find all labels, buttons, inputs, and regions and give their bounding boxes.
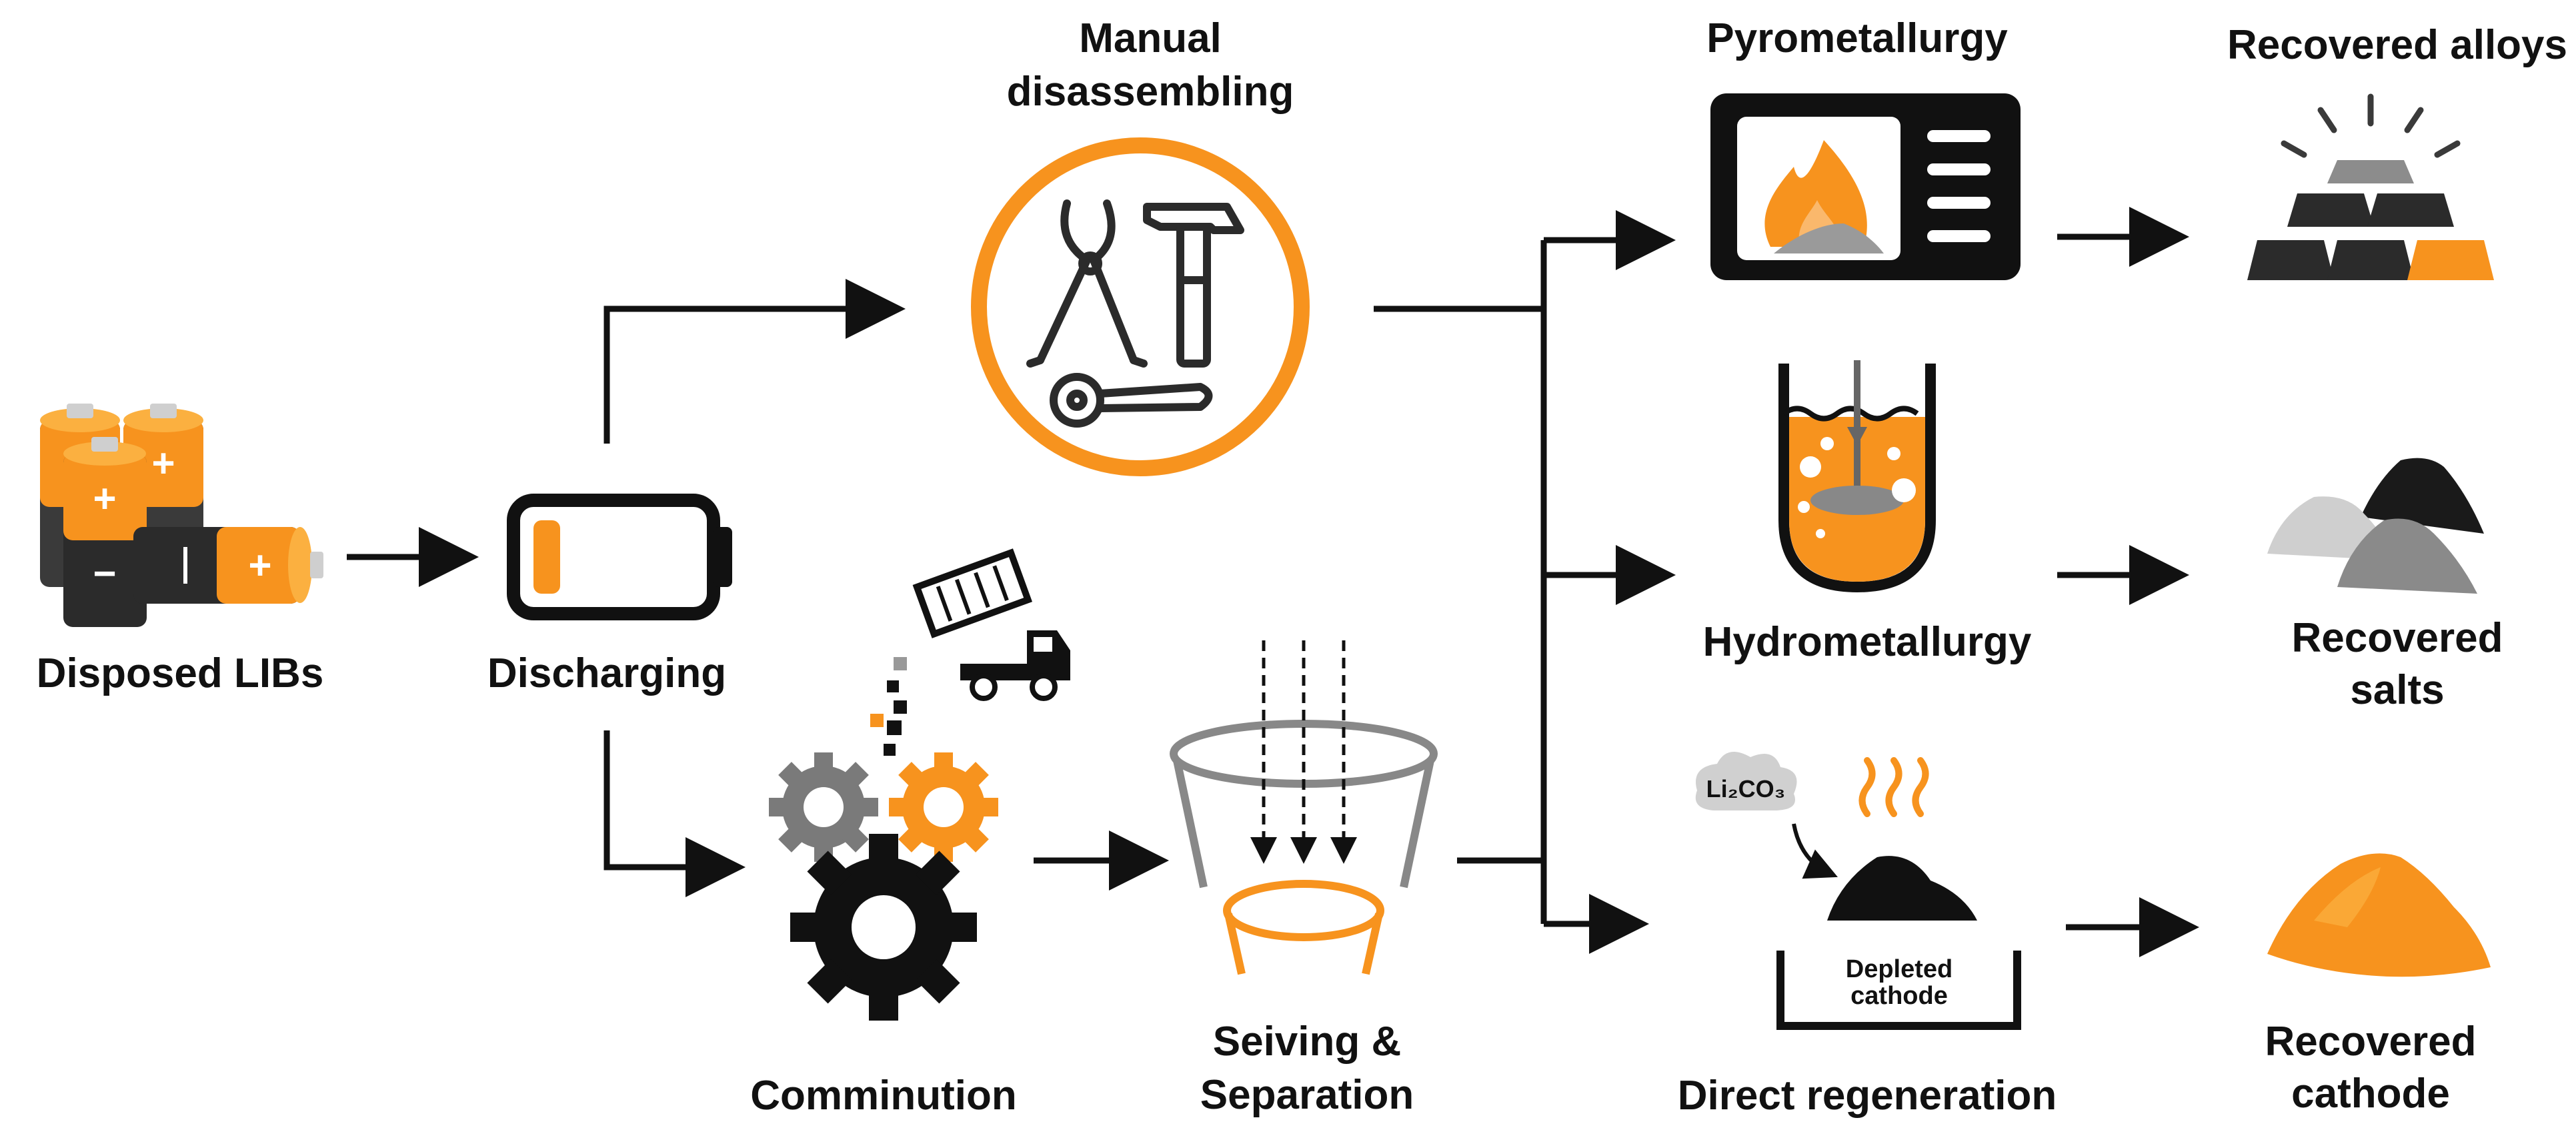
label-discharging: Discharging (487, 650, 726, 696)
heat-waves-icon (1858, 757, 1929, 817)
beaker-icon (1778, 360, 1936, 593)
powder-pile-icon (2267, 853, 2491, 977)
label-manual-line2: disassembling (1007, 69, 1294, 115)
svg-text:+: + (93, 476, 116, 521)
label-depleted-line1: Depleted (1846, 955, 1953, 983)
svg-text:+: + (151, 441, 175, 486)
sieve-icon (1170, 640, 1438, 975)
cathode-tray-icon: Depleted cathode (1776, 856, 2021, 1030)
dump-truck-icon (870, 548, 1070, 756)
li2co3-cloud: Li₂CO₃ (1695, 752, 1797, 810)
svg-text:−: − (93, 551, 116, 596)
label-recovered-alloys: Recovered alloys (2227, 22, 2567, 68)
label-hydrometallurgy: Hydrometallurgy (1703, 619, 2032, 665)
label-seiving-line2: Separation (1200, 1072, 1414, 1118)
label-recovered-salts-line2: salts (2350, 667, 2444, 713)
label-recovered-cathode-line2: cathode (2291, 1071, 2450, 1117)
battery-cells-icon: + + − + (40, 404, 323, 627)
svg-text:+: + (248, 543, 271, 588)
gears-icon (769, 752, 998, 1021)
arrow-discharging-to-comminution (603, 730, 746, 897)
label-recovered-cathode-line1: Recovered (2265, 1019, 2476, 1065)
label-disposed-libs: Disposed LIBs (37, 650, 324, 696)
metal-bars-icon (2247, 93, 2494, 280)
tools-icon (971, 137, 1310, 476)
label-comminution: Comminution (750, 1073, 1017, 1119)
arrow-discharging-to-manual (603, 279, 906, 444)
low-battery-icon (507, 494, 732, 620)
label-manual-line1: Manual (1079, 15, 1222, 61)
curved-arrow (1792, 823, 1838, 879)
label-pyrometallurgy: Pyrometallurgy (1706, 15, 2008, 61)
label-seiving-line1: Seiving & (1213, 1019, 1402, 1065)
salt-piles-icon (2267, 458, 2484, 594)
label-li2co3: Li₂CO₃ (1706, 775, 1786, 802)
flow-arrows (347, 207, 2199, 957)
label-recovered-salts-line1: Recovered (2291, 615, 2503, 661)
label-depleted-line2: cathode (1850, 982, 1948, 1010)
furnace-icon (1710, 93, 2021, 280)
label-direct-regeneration: Direct regeneration (1678, 1073, 2057, 1119)
